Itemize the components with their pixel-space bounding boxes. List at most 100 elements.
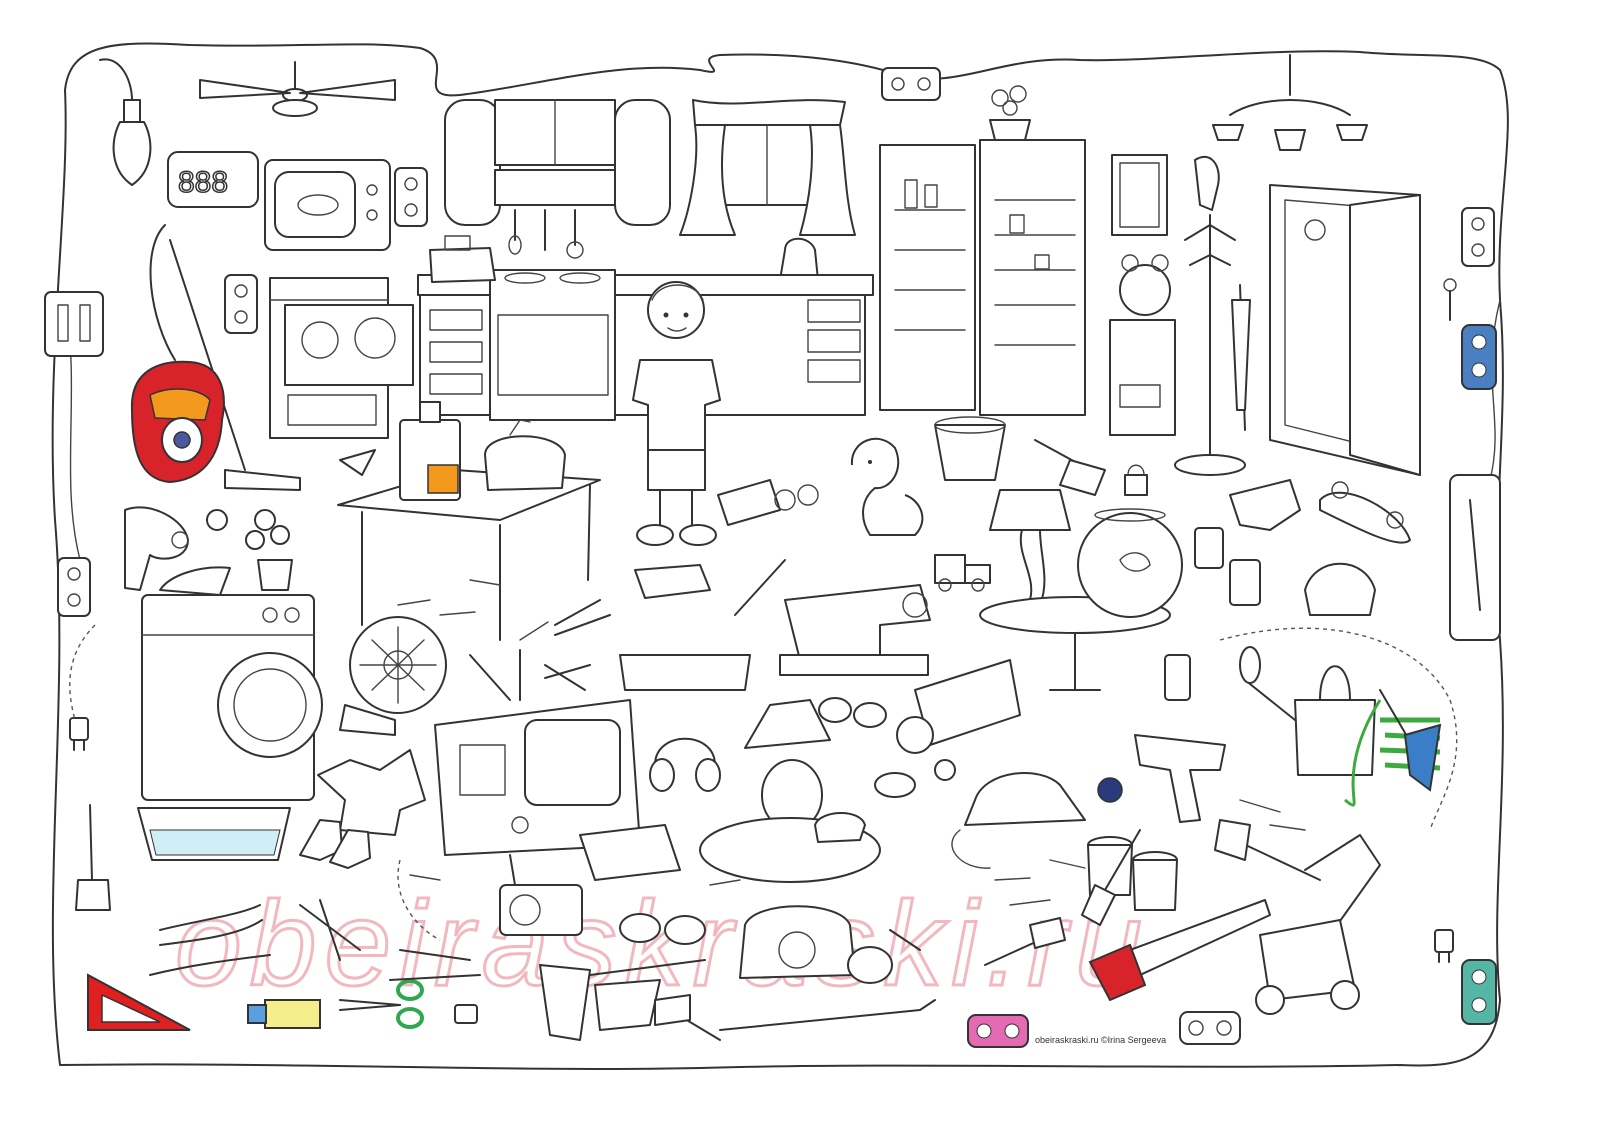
broom-icon	[539, 959, 706, 1041]
pliers-icon	[544, 664, 591, 691]
dashed-cord	[397, 859, 441, 941]
socket-icon	[1461, 324, 1497, 390]
binoculars-icon	[619, 913, 706, 945]
umbrella-icon	[1231, 284, 1251, 431]
lawn-mower-icon	[1255, 834, 1381, 1015]
book-icon	[579, 824, 681, 881]
plug-icon	[1434, 929, 1454, 963]
artist-credit: obeiraskraski.ru ©Irina Sergeeva	[1035, 1035, 1167, 1045]
light-bulb-icon	[99, 58, 152, 186]
skateboard-icon	[1319, 481, 1411, 544]
helmet-icon	[1304, 562, 1376, 616]
table-lamp-icon	[989, 489, 1071, 606]
fishbowl-icon	[1077, 508, 1183, 618]
pliers-icon	[149, 899, 361, 976]
dashed-cord	[69, 624, 96, 721]
dustpan-icon	[594, 979, 661, 1031]
glasses-icon	[818, 697, 887, 728]
sewing-machine-icon	[779, 584, 931, 676]
puppy-icon	[850, 437, 924, 536]
flower-pot-icon	[245, 509, 293, 591]
set-square-icon	[87, 973, 191, 1031]
crowbar-icon	[719, 999, 936, 1031]
toaster-icon	[484, 419, 566, 491]
tape-roll-icon	[874, 772, 916, 798]
padlock-icon	[1124, 464, 1148, 496]
shirt-icon	[317, 749, 426, 836]
ball-icon	[206, 509, 228, 531]
toy-truck-icon	[934, 554, 991, 592]
funnel-icon	[339, 449, 376, 476]
socket-icon	[394, 167, 428, 227]
axe-icon	[1214, 819, 1321, 881]
lamp-with-cat-icon	[699, 699, 881, 883]
hammer-icon	[984, 917, 1066, 966]
socket-icon	[881, 67, 941, 101]
socket-icon	[57, 557, 91, 617]
open-door-icon	[1269, 184, 1421, 476]
nails-icon	[397, 579, 1306, 906]
rotary-phone-icon	[739, 905, 856, 979]
dishwasher-icon	[269, 277, 414, 439]
paintbrush-icon	[1081, 829, 1141, 926]
spray-bottle-icon	[1164, 654, 1191, 701]
coat-rack-icon	[1174, 214, 1246, 476]
hair-dryer-icon	[124, 506, 189, 591]
button-icon	[1097, 777, 1123, 803]
stove-icon	[489, 269, 616, 421]
picture-frame-icon	[1111, 154, 1168, 236]
headphones-icon	[649, 737, 721, 792]
washing-machine-icon	[141, 566, 323, 801]
house-plant-icon	[989, 85, 1031, 141]
watch-icon	[934, 759, 956, 781]
coffee-machine-icon	[1109, 319, 1176, 436]
saw-icon	[1088, 899, 1271, 1002]
video-camera-icon	[896, 659, 1021, 754]
utensils-icon	[508, 209, 584, 259]
socket-icon	[967, 1014, 1029, 1048]
svg-text:888: 888	[178, 166, 228, 199]
level-tool-icon	[619, 654, 751, 691]
chandelier-icon	[1212, 54, 1368, 151]
plunger-icon	[75, 804, 111, 911]
curtained-window-icon	[679, 99, 856, 236]
alarm-clock-icon	[1119, 254, 1171, 316]
socket-icon	[1179, 1011, 1241, 1045]
television-icon	[434, 649, 641, 856]
table-icon	[337, 469, 601, 641]
wash-tub-icon	[137, 807, 291, 861]
bucket-icon	[934, 416, 1006, 481]
drill-icon	[1134, 734, 1226, 823]
desk-fan-icon	[339, 616, 447, 736]
boy-icon	[632, 281, 721, 546]
vacuum-cleaner-icon	[130, 224, 301, 491]
coffee-maker-icon	[429, 235, 496, 283]
paint-cans-icon	[1087, 836, 1178, 911]
kitchen-cabinets-icon	[444, 99, 671, 226]
microwave-icon	[264, 159, 391, 251]
chisel-icon	[734, 559, 786, 616]
plug-icon	[69, 717, 89, 751]
scissors-icon	[339, 979, 424, 1029]
socket-icon	[1461, 959, 1497, 1025]
wall-switch-icon	[44, 291, 104, 357]
toolbox-icon	[717, 479, 781, 526]
watermark-text: obeiraskraski.ru	[175, 877, 1150, 1011]
glove-icon	[1229, 479, 1301, 531]
shovel-icon	[1379, 689, 1442, 792]
juicer-icon	[399, 401, 461, 501]
skates-icon	[634, 564, 711, 599]
bottle-icon	[1194, 527, 1261, 606]
extension-lead-icon	[1449, 474, 1501, 641]
pliers-icon	[554, 599, 611, 636]
digital-clock-icon: 888	[167, 151, 259, 208]
cat-icon	[814, 812, 866, 843]
socks-icon	[299, 819, 371, 869]
key-icon	[1443, 278, 1457, 321]
scissors-icon	[774, 484, 819, 511]
socket-icon	[224, 274, 258, 334]
ceiling-fan-icon	[199, 61, 396, 117]
socket-icon	[1461, 207, 1495, 267]
